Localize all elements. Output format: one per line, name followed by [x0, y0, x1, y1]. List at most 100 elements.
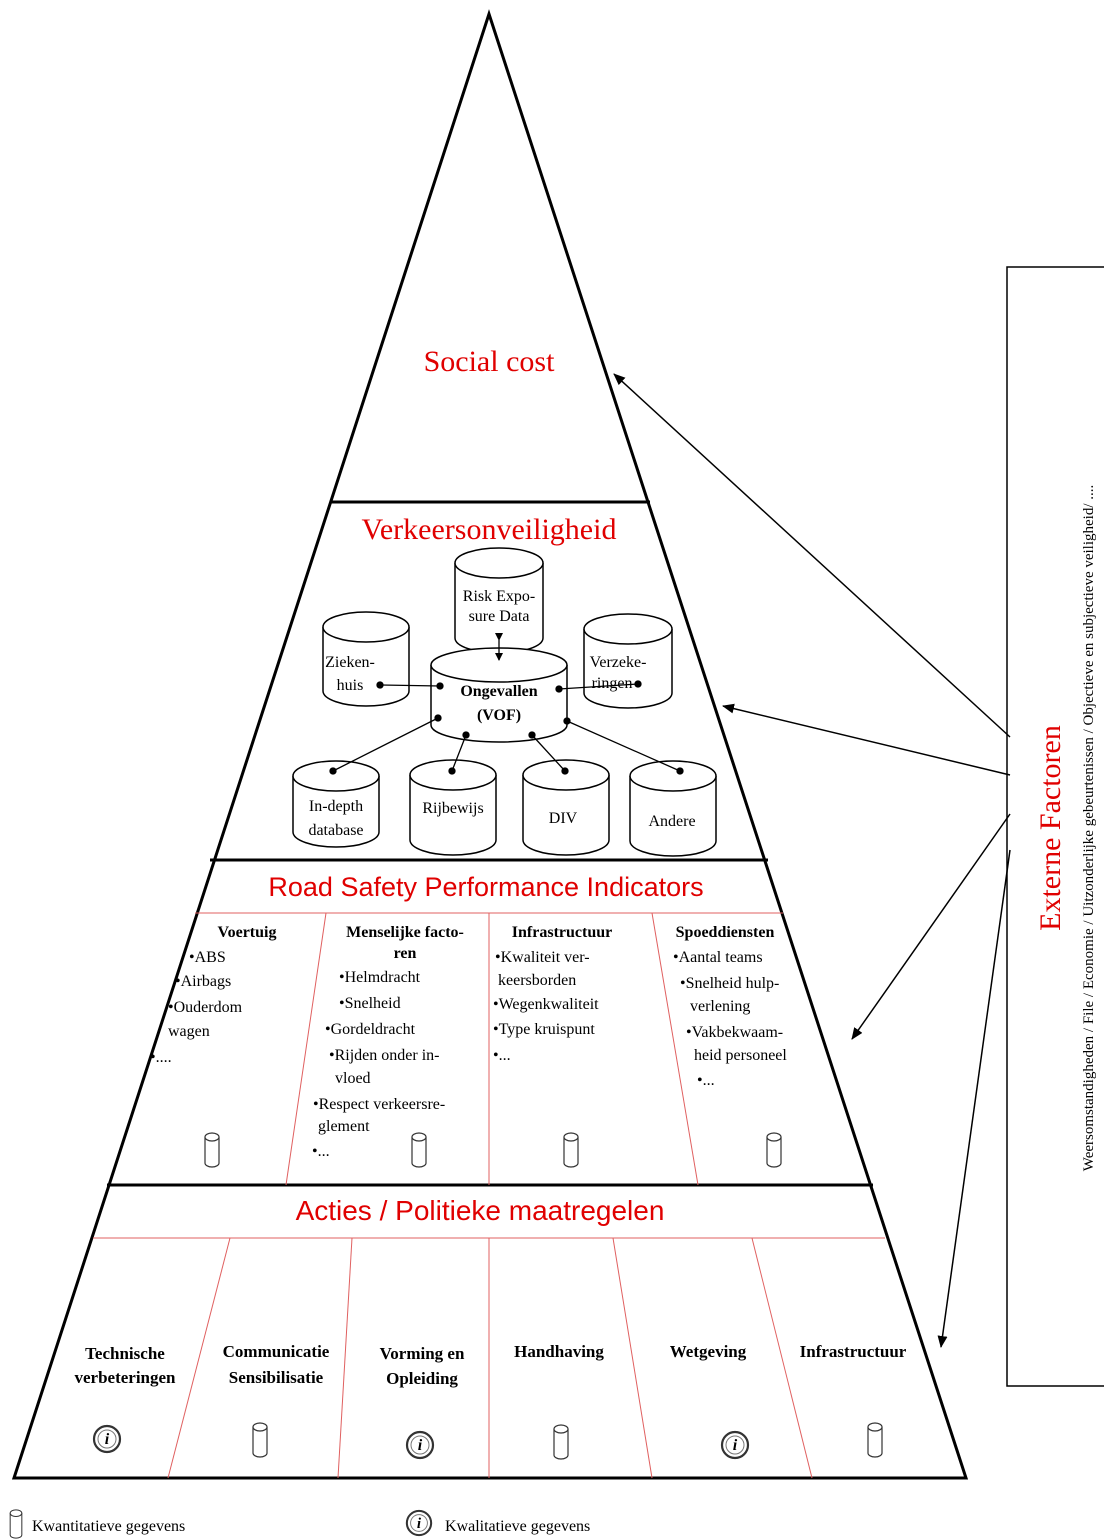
svg-text:Risk Expo-: Risk Expo- [463, 588, 535, 605]
svg-text:•Aantal teams: •Aantal teams [673, 949, 763, 966]
svg-text:wagen: wagen [168, 1023, 210, 1040]
svg-text:vloed: vloed [335, 1070, 371, 1087]
pyramid-outline [11, 9, 969, 1480]
svg-text:verlening: verlening [690, 998, 750, 1015]
svg-text:Voertuig: Voertuig [218, 924, 277, 941]
svg-text:i: i [733, 1437, 738, 1454]
svg-text:i: i [417, 1516, 422, 1532]
info-icon: i [405, 1430, 435, 1460]
svg-text:Zieken-: Zieken- [325, 654, 375, 671]
action-technische: Technische [85, 1344, 165, 1363]
action-communicatie: Sensibilisatie [229, 1368, 324, 1387]
external-factors-title: Externe Factoren [1034, 725, 1067, 931]
svg-text:•Helmdracht: •Helmdracht [339, 969, 421, 986]
svg-text:•Rijden onder in-: •Rijden onder in- [329, 1047, 439, 1064]
indicator-menselijke-factoren: Menselijke facto- ren •Helmdracht •Snelh… [312, 924, 464, 1160]
svg-text:•Snelheid hulp-: •Snelheid hulp- [680, 975, 779, 992]
svg-text:•...: •... [697, 1072, 715, 1089]
quantitative-db-icon [867, 1422, 883, 1458]
svg-text:•Type kruispunt: •Type kruispunt [493, 1021, 595, 1038]
svg-text:•ABS: •ABS [189, 949, 226, 966]
external-factors-box [1006, 266, 1104, 1387]
indicator-spoeddiensten: Spoeddiensten •Aantal teams •Snelheid hu… [673, 924, 787, 1089]
info-icon: i [405, 1509, 433, 1537]
quantitative-db-icon [563, 1132, 579, 1168]
svg-text:ringen: ringen [592, 675, 633, 692]
external-factors-list: Weersomstandigheden / File / Economie / … [1081, 485, 1097, 1172]
svg-text:Verzeke-: Verzeke- [590, 654, 647, 671]
svg-text:Menselijke facto-: Menselijke facto- [346, 924, 464, 941]
db-connectors [329, 633, 684, 775]
svg-text:i: i [418, 1437, 423, 1454]
svg-text:Infrastructuur: Infrastructuur [512, 924, 612, 941]
svg-text:database: database [308, 822, 363, 839]
action-technische: verbeteringen [74, 1368, 176, 1387]
db-risk-exposure: Risk Expo- sure Data [454, 547, 544, 654]
quantitative-db-icon [553, 1424, 569, 1460]
legend: Kwantitatieve gegevens i Kwalitatieve ge… [9, 1509, 590, 1539]
svg-text:•Ouderdom: •Ouderdom [168, 999, 243, 1016]
legend-qualitative: Kwalitatieve gegevens [445, 1518, 590, 1535]
svg-text:keersborden: keersborden [498, 972, 576, 989]
svg-text:•Airbags: •Airbags [175, 973, 231, 990]
actions: Technische verbeteringen Communicatie Se… [74, 1342, 906, 1388]
svg-text:•...: •... [493, 1047, 511, 1064]
svg-text:glement: glement [318, 1118, 370, 1135]
action-vorming: Opleiding [386, 1369, 458, 1388]
action-infrastructuur: Infrastructuur [800, 1342, 907, 1361]
svg-text:huis: huis [337, 677, 364, 694]
db-verzekeringen: Verzeke- ringen [583, 613, 673, 709]
action-wetgeving: Wetgeving [670, 1342, 747, 1361]
rspi-divider-3 [651, 912, 699, 1186]
svg-text:Rijbewijs: Rijbewijs [422, 800, 483, 817]
acties-divider-5 [751, 1237, 813, 1479]
title-verkeersonveiligheid: Verkeersonveiligheid [362, 513, 617, 546]
svg-text:•...: •... [312, 1143, 330, 1160]
svg-text:•Snelheid: •Snelheid [339, 995, 401, 1012]
influence-arrows [613, 373, 1011, 1348]
svg-text:i: i [105, 1431, 110, 1448]
acties-divider-4 [612, 1237, 653, 1479]
svg-text:Ongevallen: Ongevallen [460, 683, 537, 700]
title-social-cost: Social cost [424, 345, 555, 378]
rspi-divider-1 [285, 912, 327, 1186]
quantitative-db-icon [252, 1422, 268, 1458]
action-communicatie: Communicatie [223, 1342, 330, 1361]
svg-text:•....: •.... [150, 1049, 172, 1066]
acties-divider-2 [337, 1237, 353, 1479]
indicator-voertuig: Voertuig •ABS •Airbags •Ouderdom wagen •… [150, 924, 276, 1066]
svg-text:sure Data: sure Data [469, 608, 530, 625]
action-handhaving: Handhaving [514, 1342, 604, 1361]
db-ongevallen: Ongevallen (VOF) [430, 647, 568, 743]
db-andere: Andere [629, 760, 717, 857]
svg-text:•Vakbekwaam-: •Vakbekwaam- [686, 1024, 783, 1041]
action-vorming: Vorming en [380, 1344, 465, 1363]
info-icon: i [720, 1430, 750, 1460]
db-div: DIV [522, 759, 610, 856]
svg-text:heid personeel: heid personeel [694, 1047, 787, 1064]
svg-text:Spoeddiensten: Spoeddiensten [676, 924, 775, 941]
db-rijbewijs: Rijbewijs [409, 759, 497, 856]
svg-text:(VOF): (VOF) [477, 707, 521, 724]
svg-text:•Wegenkwaliteit: •Wegenkwaliteit [493, 996, 599, 1013]
quantitative-db-icon [766, 1132, 782, 1168]
acties-divider-1 [167, 1237, 231, 1479]
db-in-depth: In-depth database [292, 760, 380, 848]
indicator-infrastructuur: Infrastructuur •Kwaliteit ver- keersbord… [493, 924, 612, 1064]
title-acties: Acties / Politieke maatregelen [296, 1195, 665, 1226]
legend-quantitative: Kwantitatieve gegevens [32, 1518, 185, 1535]
title-rspi: Road Safety Performance Indicators [268, 872, 703, 902]
svg-text:ren: ren [394, 945, 417, 962]
svg-text:•Respect verkeersre-: •Respect verkeersre- [313, 1096, 445, 1113]
svg-text:In-depth: In-depth [309, 798, 363, 815]
svg-text:DIV: DIV [549, 810, 578, 827]
quantitative-db-icon [411, 1132, 427, 1168]
db-ziekenhuis: Zieken- huis [322, 611, 410, 707]
quantitative-db-icon [9, 1509, 23, 1539]
quantitative-db-icon [204, 1132, 220, 1168]
svg-text:Andere: Andere [648, 813, 695, 830]
svg-text:•Kwaliteit ver-: •Kwaliteit ver- [495, 949, 590, 966]
svg-text:•Gordeldracht: •Gordeldracht [325, 1021, 416, 1038]
info-icon: i [92, 1424, 122, 1454]
